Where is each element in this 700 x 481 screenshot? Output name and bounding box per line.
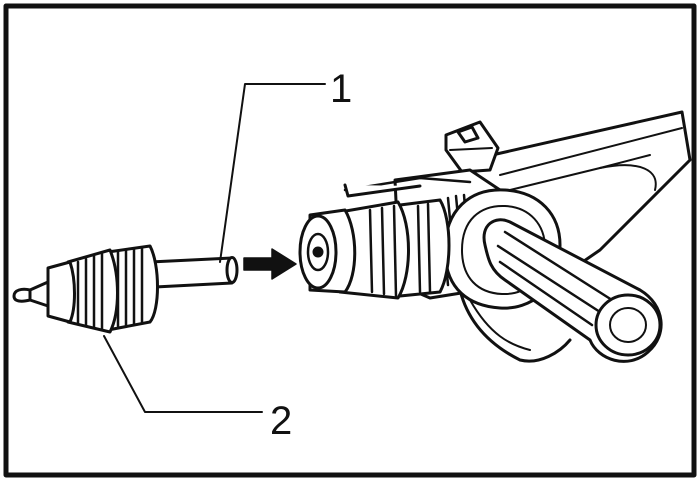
right-arrow-icon — [243, 248, 297, 280]
callout-2: 2 — [103, 335, 292, 443]
adapter-shank — [148, 256, 239, 289]
callout-1: 1 — [219, 67, 352, 263]
tool-holder — [298, 198, 451, 300]
leader-line-1 — [219, 83, 326, 263]
callout-label-2: 2 — [270, 399, 292, 443]
keyless-drill-chuck — [12, 244, 159, 334]
callout-label-1: 1 — [330, 67, 352, 111]
side-handle — [443, 188, 663, 363]
leader-line-2 — [103, 335, 263, 413]
